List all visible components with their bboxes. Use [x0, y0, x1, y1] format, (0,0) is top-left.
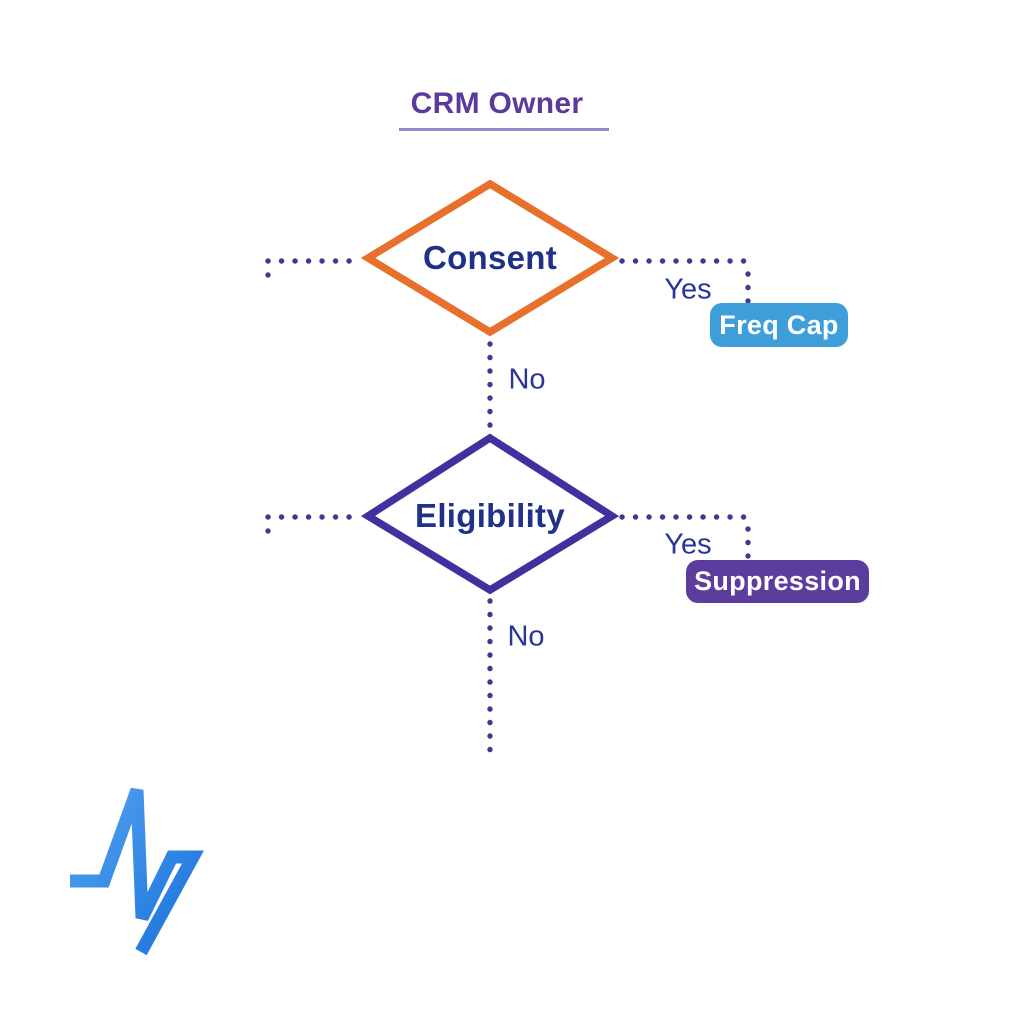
- title-underline: [399, 128, 609, 131]
- freq-cap-node: Freq Cap: [710, 303, 848, 347]
- eligibility-left-corner-dot: [265, 528, 271, 534]
- page-title: CRM Owner: [410, 87, 584, 120]
- freq-cap-node-label: Freq Cap: [719, 309, 839, 340]
- consent-left-corner-dot: [265, 272, 271, 278]
- eligibility-node-label: Eligibility: [415, 497, 565, 534]
- pulse-logo-icon: [70, 787, 204, 956]
- consent-no-edge-label: No: [508, 363, 546, 396]
- suppression-node-label: Suppression: [694, 566, 861, 596]
- eligibility-diamond: [360, 433, 620, 595]
- consent-yes-edge-label: Yes: [664, 273, 712, 306]
- consent-diamond: [360, 179, 620, 337]
- consent-node-label: Consent: [422, 239, 558, 276]
- eligibility-no-edge-label: No: [507, 620, 545, 653]
- eligibility-yes-edge-label: Yes: [664, 528, 712, 561]
- suppression-node: Suppression: [686, 560, 869, 603]
